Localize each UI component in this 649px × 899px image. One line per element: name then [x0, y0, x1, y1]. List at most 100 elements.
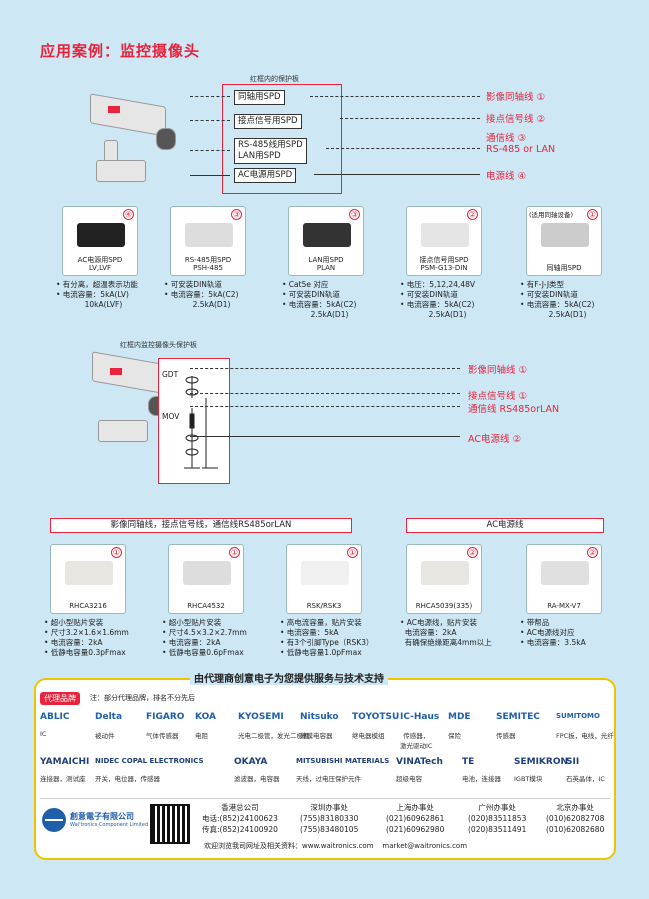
- brand-logo: TE: [462, 757, 475, 767]
- brand-category: 气体传感器: [146, 732, 179, 740]
- product-caption: 同轴用SPD: [546, 264, 582, 272]
- coax-spd: 同轴用SPD: [234, 90, 285, 105]
- company-name: 創意電子有限公司: [70, 812, 134, 821]
- product-card: ② RHCA5039(335): [406, 544, 482, 614]
- brand-category: 被动件: [95, 732, 115, 740]
- line2-label-power: AC电源线 ②: [468, 434, 522, 445]
- product-features: • AC电源线，贴片安装 电流容量：2kA 有确保绝缘距离4mm以上: [400, 618, 492, 647]
- product-image: [185, 223, 233, 247]
- product-image: [421, 561, 469, 585]
- brand-logo: ABLIC: [40, 712, 70, 722]
- product-features: • 超小型贴片安装 • 尺寸4.5×3.2×2.7mm • 电流容量：2kA •…: [162, 618, 247, 657]
- rs485-lan-spd: RS-485线用SPD LAN用SPD: [234, 138, 307, 164]
- brand-category: 超级电容: [396, 775, 422, 783]
- brand-category: 光电二极管，发光二极管: [238, 732, 310, 740]
- product-features: • 有F-J-J类型 • 可安装DIN轨道 • 电流容量：5kA(C2) 2.5…: [520, 280, 595, 319]
- brand-logo: Delta: [95, 712, 123, 722]
- product-image: [541, 561, 589, 585]
- product-number-badge: ①: [587, 209, 598, 220]
- line2-label-coax: 影像同轴线 ①: [468, 365, 528, 376]
- product-number-badge: ②: [467, 547, 478, 558]
- mov-label: MOV: [162, 412, 180, 421]
- line2-label-contact: 接点信号线 ①: [468, 391, 528, 402]
- product-number-badge: ②: [587, 547, 598, 558]
- brand-category: 传感器: [496, 732, 516, 740]
- product-number-badge: ④: [123, 209, 134, 220]
- brand-category: 电池，连接器: [462, 775, 501, 783]
- product-image: [421, 223, 469, 247]
- product-features: • 可安装DIN轨道 • 电流容量：5kA(C2) 2.5kA(D1): [164, 280, 239, 309]
- brand-logo: TOYOTSU: [352, 712, 400, 722]
- footer-contact: 欢迎浏览我司网址及相关资料：www.waitronics.com market@…: [204, 842, 468, 850]
- line2-label-comm: 通信线 RS485orLAN: [468, 404, 560, 415]
- product-image: [303, 223, 351, 247]
- product-caption: AC电源用SPD LV,LVF: [77, 256, 123, 272]
- brand-logo: NIDEC COPAL ELECTRONICS: [95, 757, 204, 765]
- product-card: ② RA-MX-V7: [526, 544, 602, 614]
- brand-category: 连接器，测试座: [40, 775, 86, 783]
- brand-logo: FIGARO: [146, 712, 185, 722]
- company-name-en: Wai'tronics Component Limited: [70, 822, 149, 828]
- product-image: [183, 561, 231, 585]
- camera-illustration: [86, 93, 186, 186]
- brand-logo: SII: [566, 757, 580, 767]
- brand-category: 电阻: [195, 732, 208, 740]
- product-caption: RA-MX-V7: [547, 602, 581, 610]
- signal-lines-bar: 影像同轴线，接点信号线，通信线RS485orLAN: [50, 518, 352, 533]
- brand-logo: IC-Haus: [400, 712, 440, 722]
- product-image: [541, 223, 589, 247]
- product-number-badge: ①: [347, 547, 358, 558]
- company-logo: [42, 808, 66, 832]
- brand-logo: SEMITEC: [496, 712, 540, 722]
- product-caption: RSK/RSK3: [306, 602, 342, 610]
- brand-logo: YAMAICHI: [40, 757, 90, 767]
- product-caption: RS-485用SPD PSH-485: [184, 256, 232, 272]
- brand-category: 传感器， 激光驱动IC: [400, 732, 433, 750]
- brand-category: IC: [40, 730, 47, 738]
- board-caption: 红框内的保护板: [250, 75, 299, 83]
- product-caption: RHCA3216: [69, 602, 107, 610]
- line-label-coax: 影像同轴线 ①: [486, 92, 546, 103]
- board2-caption: 红框内监控摄像头保护板: [120, 341, 197, 349]
- brand-category: 继电器模组: [352, 732, 385, 740]
- brand-logo: VINATech: [396, 757, 443, 767]
- product-features: • 高电流容量，贴片安装 • 电流容量：5kA • 有3个引脚Type（RSK3…: [280, 618, 374, 657]
- product-image: [77, 223, 125, 247]
- product-number-badge: ①: [111, 547, 122, 558]
- product-card: ① RSK/RSK3: [286, 544, 362, 614]
- product-card: ① RHCA4532: [168, 544, 244, 614]
- product-image: [65, 561, 113, 585]
- product-number-badge: ③: [349, 209, 360, 220]
- ac-power-spd: AC电源用SPD: [234, 168, 297, 183]
- product-features: • 超小型贴片安装 • 尺寸3.2×1.6×1.6mm • 电流容量：2kA •…: [44, 618, 129, 657]
- office-contact: 上海办事处 (021)60962861 (021)60962980: [386, 803, 445, 834]
- product-features: • Cat5e 对应 • 可安装DIN轨道 • 电流容量：5kA(C2) 2.5…: [282, 280, 357, 319]
- brand-category: IGBT模块: [514, 775, 543, 783]
- product-caption: RHCA4532: [187, 602, 225, 610]
- product-features: • 电压：5,12,24,48V • 可安装DIN轨道 • 电流容量：5kA(C…: [400, 280, 475, 319]
- product-caption: LAN用SPD PLAN: [308, 256, 344, 272]
- brand-logo: KYOSEMI: [238, 712, 284, 722]
- line-label-power: 电源线 ④: [486, 171, 527, 182]
- agent-note: 注：部分代理品牌，排名不分先后: [90, 694, 195, 702]
- ac-line-bar: AC电源线: [406, 518, 604, 533]
- tagline: 由代理商创意电子为您提供服务与技术支持: [190, 670, 388, 685]
- page-title: 应用案例：监控摄像头: [40, 42, 201, 60]
- protection-board-frame: [222, 84, 342, 194]
- brand-logo: SUMITOMO: [556, 712, 600, 720]
- product-number-badge: ②: [467, 209, 478, 220]
- product-caption: RHCA5039(335): [415, 602, 473, 610]
- line-label-contact: 接点信号线 ②: [486, 114, 546, 125]
- product-number-badge: ①: [229, 547, 240, 558]
- office-contact: 香港总公司 电话:(852)24100623 传真:(852)24100920: [202, 803, 278, 834]
- office-contact: 北京办事处 (010)62082708 (010)62082680: [546, 803, 605, 834]
- qr-code: [150, 804, 190, 844]
- product-image: [301, 561, 349, 585]
- contact-signal-spd: 接点信号用SPD: [234, 114, 302, 129]
- brand-category: 保险: [448, 732, 461, 740]
- brand-category: 天线，过电压保护元件: [296, 775, 361, 783]
- brand-category: 石英晶体，IC: [566, 775, 605, 783]
- product-features: • 有分离，超温表示功能 • 电流容量：5kA(LV) 10kA(LVF): [56, 280, 138, 309]
